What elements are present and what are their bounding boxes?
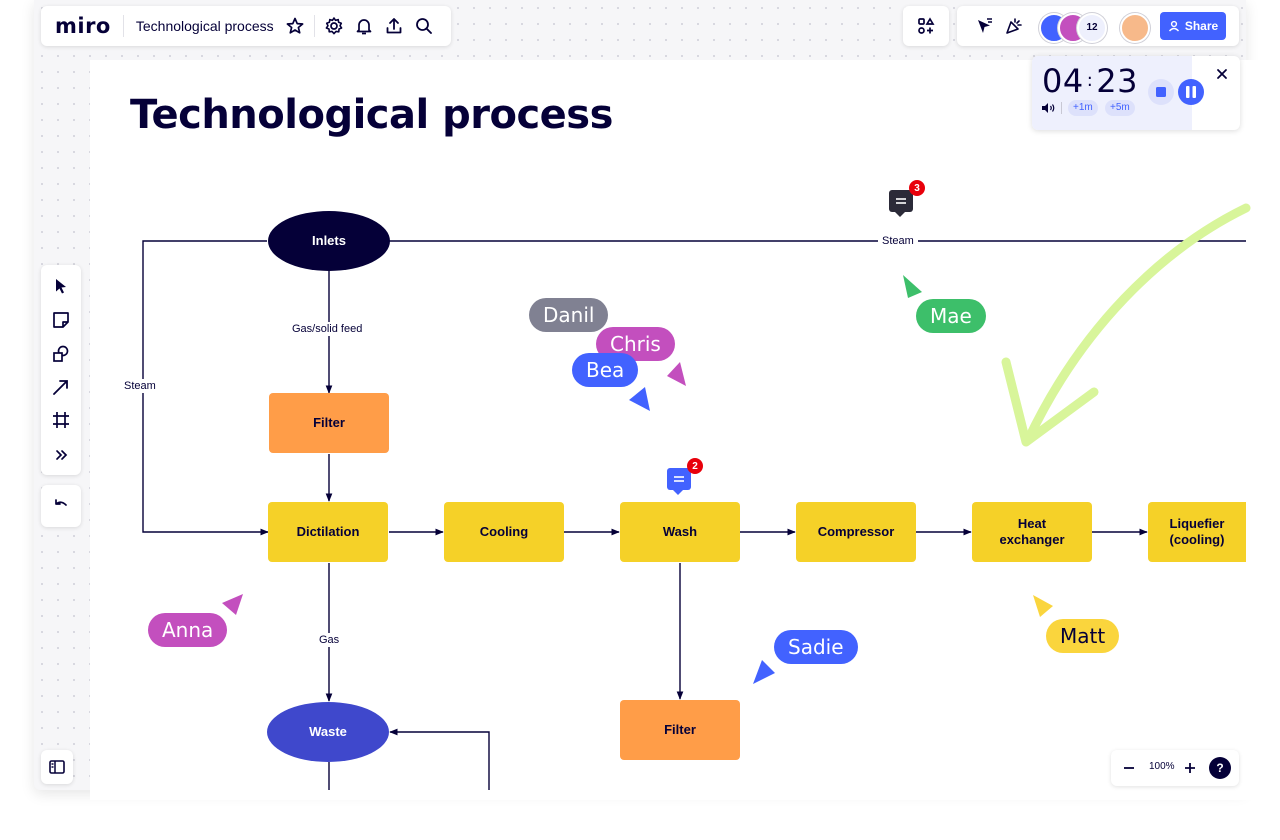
timer-seconds: 23 — [1096, 62, 1139, 100]
add-5-minutes-button[interactable]: +5m — [1105, 100, 1135, 116]
timer-minutes: 04 — [1042, 62, 1084, 100]
node-dictilation[interactable]: Dictilation — [268, 502, 388, 562]
edge-return-waste — [389, 728, 490, 790]
node-liquefier[interactable]: Liquefier (cooling) — [1148, 502, 1246, 562]
board-header: miro Technological process — [41, 6, 451, 46]
panel-icon — [49, 760, 65, 774]
board-name[interactable]: Technological process — [135, 18, 274, 34]
node-cooling[interactable]: Cooling — [444, 502, 564, 562]
collaborator-count-avatar[interactable]: 12 — [1077, 13, 1107, 43]
share-label: Share — [1184, 19, 1219, 33]
frame-title: Technological process — [130, 92, 613, 138]
timer-display: 04:23 — [1042, 62, 1138, 100]
arrow-tool-icon[interactable] — [51, 377, 71, 397]
select-tool-icon[interactable] — [51, 276, 71, 296]
zoom-level[interactable]: 100% — [1149, 761, 1175, 772]
reactions-icon[interactable] — [969, 11, 999, 41]
edge-label-steam-top: Steam — [878, 234, 918, 248]
apps-button[interactable] — [903, 6, 949, 46]
search-icon[interactable] — [409, 11, 439, 41]
zoom-in-icon[interactable] — [1184, 762, 1196, 774]
cursor-pointer-anna-icon — [222, 594, 243, 615]
star-icon[interactable] — [280, 11, 310, 41]
comment-count-badge: 2 — [687, 458, 703, 474]
node-compressor[interactable]: Compressor — [796, 502, 916, 562]
cursor-label-danil: Danil — [529, 298, 609, 332]
node-wash[interactable]: Wash — [620, 502, 740, 562]
cursor-pointer-sadie-icon — [753, 660, 775, 684]
cursor-pointer-matt-icon — [1033, 595, 1053, 617]
sticky-note-tool-icon[interactable] — [51, 310, 71, 330]
celebrate-icon[interactable] — [999, 11, 1029, 41]
comment-icon[interactable] — [889, 190, 913, 217]
settings-icon[interactable] — [319, 11, 349, 41]
bell-icon[interactable] — [349, 11, 379, 41]
cursor-label-sadie: Sadie — [774, 630, 858, 664]
help-button[interactable]: ? — [1209, 757, 1231, 779]
cursor-pointer-mae-icon — [903, 275, 922, 298]
undo-button[interactable] — [41, 485, 81, 527]
pause-button[interactable] — [1178, 79, 1204, 105]
miro-logo[interactable]: miro — [55, 14, 111, 38]
stop-icon — [1156, 87, 1166, 97]
edge-label-gas-solid: Gas/solid feed — [288, 322, 367, 336]
user-icon — [1168, 20, 1179, 32]
more-tools-icon[interactable] — [51, 445, 71, 465]
pause-icon — [1186, 86, 1196, 98]
close-icon[interactable] — [1216, 68, 1228, 80]
comment-icon[interactable] — [667, 468, 691, 495]
upload-icon[interactable] — [379, 11, 409, 41]
shapes-tool-icon[interactable] — [51, 344, 71, 364]
edge-label-steam-left: Steam — [120, 379, 160, 393]
zoom-out-icon[interactable] — [1123, 762, 1135, 774]
volume-icon[interactable] — [1041, 102, 1055, 114]
cursor-label-anna: Anna — [148, 613, 228, 647]
timer-separator: : — [1086, 70, 1094, 91]
comment-count-badge: 3 — [909, 180, 925, 196]
avatar[interactable] — [1120, 13, 1150, 43]
divider — [122, 15, 124, 37]
cursor-pointer-bea-icon — [629, 387, 650, 411]
node-heat-exchanger[interactable]: Heat exchanger — [972, 502, 1092, 562]
node-filter-top[interactable]: Filter — [269, 393, 389, 453]
timer-widget: 04:23 +1m +5m — [1032, 56, 1240, 130]
timer-divider — [1061, 102, 1062, 114]
add-1-minute-button[interactable]: +1m — [1068, 100, 1098, 116]
node-waste[interactable]: Waste — [267, 702, 389, 762]
cursor-label-mae: Mae — [916, 299, 986, 333]
node-filter-bottom[interactable]: Filter — [620, 700, 740, 760]
edge-label-gas: Gas — [315, 633, 344, 647]
green-arrow-drawing — [1001, 203, 1251, 447]
zoom-control: 100% ? — [1111, 750, 1239, 786]
apps-icon — [918, 17, 935, 34]
share-button[interactable]: Share — [1160, 12, 1226, 40]
board-panel-button[interactable] — [41, 750, 73, 784]
stop-button[interactable] — [1148, 79, 1174, 105]
divider — [313, 15, 315, 37]
node-inlets[interactable]: Inlets — [268, 211, 390, 271]
left-toolbar — [41, 265, 81, 475]
cursor-pointer-chris-icon — [667, 362, 686, 386]
cursor-label-bea: Bea — [572, 353, 639, 387]
undo-icon — [55, 499, 67, 506]
cursor-label-matt: Matt — [1046, 619, 1120, 653]
frame-tool-icon[interactable] — [51, 410, 71, 430]
